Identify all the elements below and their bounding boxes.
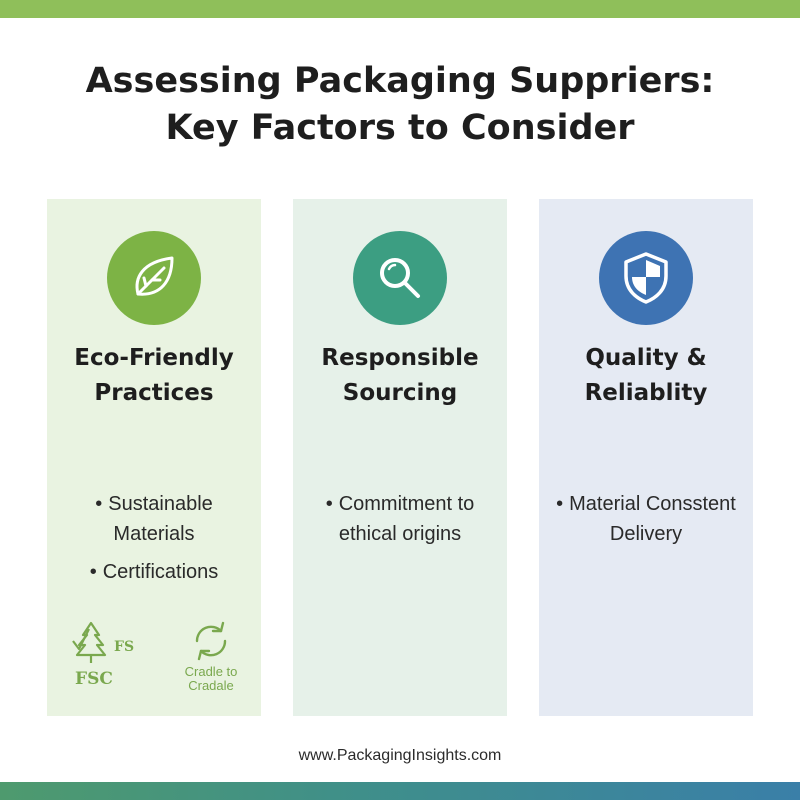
list-item: •Sustainable Materials [95,493,213,545]
bullet-list-eco: •Sustainable Materials •Certifications [47,489,261,595]
shield-icon [599,231,693,325]
bullet-list-sourcing: •Commitment to ethical origins [293,489,507,557]
page-title: Assessing Packaging Suppriers: Key Facto… [0,58,800,152]
magnifier-icon [353,231,447,325]
card-title-quality: Quality & Reliablity [584,345,708,406]
card-title-eco: Eco-Friendly Practices [74,345,234,406]
bottom-accent-bar [0,782,800,800]
card-responsible-sourcing: Responsible Sourcing •Commitment to ethi… [293,199,507,716]
page-title-line-2: Key Factors to Consider [165,108,635,148]
fsc-logo: FS FSC [69,619,141,691]
cradle-to-cradle-logo: Cradle to Cradale [171,619,251,699]
card-quality-reliability: Quality & Reliablity •Material Consstent… [539,199,753,716]
top-accent-bar [0,0,800,18]
card-title-sourcing: Responsible Sourcing [321,345,479,406]
list-item: •Material Consstent Delivery [556,493,736,545]
bullet-list-quality: •Material Consstent Delivery [539,489,753,557]
leaf-icon [107,231,201,325]
list-item: •Certifications [89,561,219,583]
card-eco-friendly: Eco-Friendly Practices •Sustainable Mate… [47,199,261,716]
page-title-line-1: Assessing Packaging Suppriers: [85,61,715,101]
footer-url: www.PackagingInsights.com [298,747,502,764]
list-item: •Commitment to ethical origins [325,493,475,545]
